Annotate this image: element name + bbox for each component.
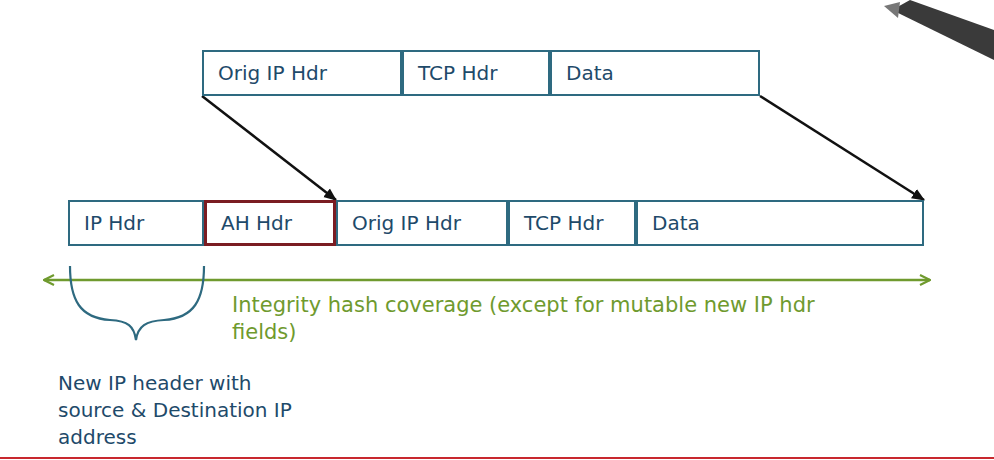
field-label: IP Hdr xyxy=(84,211,144,235)
packet-field-box: TCP Hdr xyxy=(402,50,550,96)
bottom-rule xyxy=(0,457,994,459)
field-label: Data xyxy=(652,211,700,235)
field-label: Orig IP Hdr xyxy=(218,61,327,85)
mapping-arrow xyxy=(202,96,336,200)
field-label: TCP Hdr xyxy=(418,61,497,85)
coverage-arrow xyxy=(44,279,930,282)
field-label: AH Hdr xyxy=(221,211,292,235)
packet-field-box: Data xyxy=(636,200,924,246)
field-label: Data xyxy=(566,61,614,85)
pen-illustration xyxy=(884,0,994,60)
packet-field-box: Orig IP Hdr xyxy=(336,200,508,246)
ah-header-box: AH Hdr xyxy=(204,200,336,246)
packet-field-box: IP Hdr xyxy=(68,200,204,246)
packet-field-box: Orig IP Hdr xyxy=(202,50,402,96)
packet-field-box: TCP Hdr xyxy=(508,200,636,246)
field-label: TCP Hdr xyxy=(524,211,603,235)
header-note: New IP header with source & Destination … xyxy=(58,370,323,451)
coverage-note: Integrity hash coverage (except for muta… xyxy=(232,292,842,346)
field-label: Orig IP Hdr xyxy=(352,211,461,235)
brace xyxy=(70,266,204,340)
mapping-arrow xyxy=(760,96,924,200)
packet-field-box: Data xyxy=(550,50,760,96)
